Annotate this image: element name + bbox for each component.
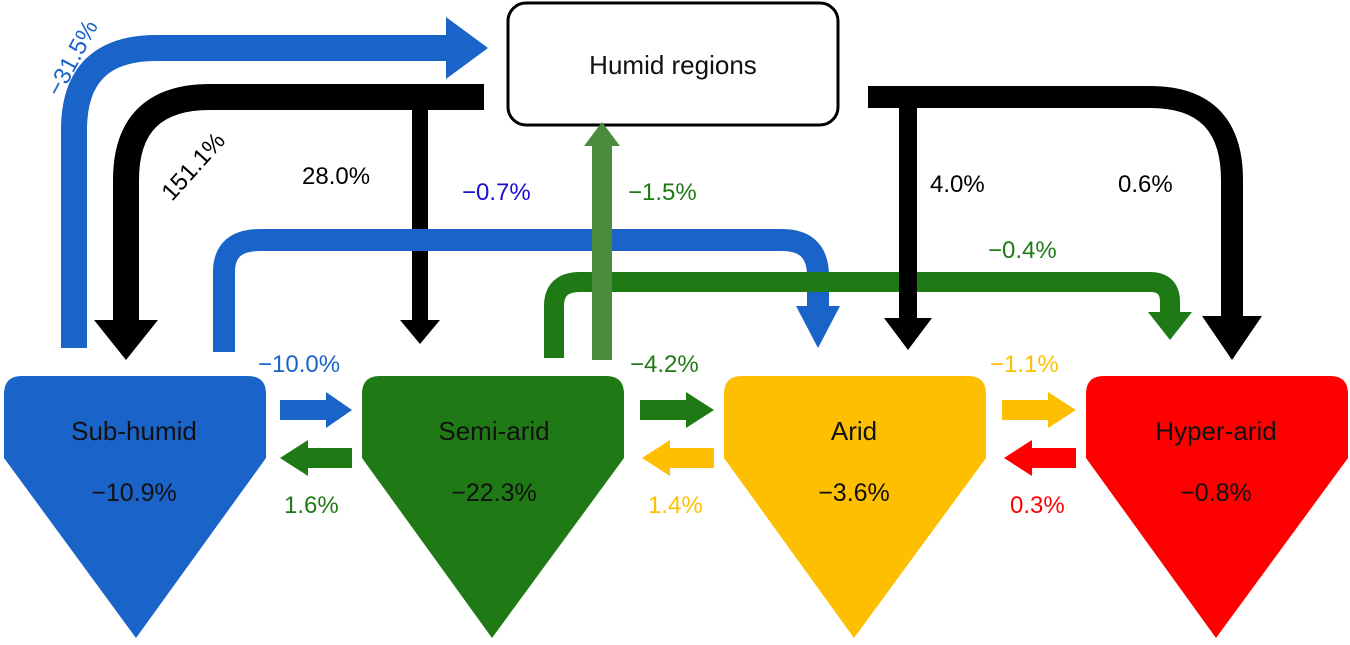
node-sub-humid-name: Sub-humid [71, 416, 197, 446]
flow-arrowhead-sub-humid-to-humid [446, 17, 488, 79]
flow-arrow-hyper-arid-to-arid [1030, 448, 1076, 468]
flow-arrowhead-sub-humid-to-arid [796, 306, 840, 348]
flow-arrowhead-arid-to-semi-arid [642, 440, 670, 476]
label-arid-to-semi-arid: 1.4% [648, 492, 703, 519]
flow-arrow-semi-arid-to-hyper-arid [544, 272, 1180, 358]
label-semi-arid-to-humid: −1.5% [628, 179, 697, 206]
flow-arrow-sub-humid-to-arid [213, 229, 829, 352]
flow-arrowhead-semi-arid-to-arid [686, 392, 714, 428]
flow-arrowhead-semi-arid-to-sub-humid [280, 440, 308, 476]
label-humid-to-arid: 4.0% [930, 171, 985, 198]
label-semi-arid-to-arid: −4.2% [630, 351, 699, 378]
node-sub-humid [4, 376, 266, 638]
label-sub-humid-to-semi-arid: −10.0% [258, 351, 340, 378]
flow-arrow-semi-arid-to-arid [640, 400, 688, 420]
flow-arrowhead-humid-to-semi-arid [400, 320, 440, 344]
label-semi-arid-to-hyper-arid: −0.4% [988, 237, 1057, 264]
flow-arrowhead-humid-to-hyper-arid [1202, 316, 1262, 360]
label-sub-humid-to-arid: −0.7% [462, 179, 531, 206]
humid-regions-label: Humid regions [589, 50, 757, 80]
node-sub-humid-value: −10.9% [91, 479, 177, 507]
label-humid-to-semi-arid: 28.0% [302, 163, 370, 190]
flow-arrow-arid-to-hyper-arid [1002, 400, 1050, 420]
label-semi-arid-to-sub-humid: 1.6% [284, 492, 339, 519]
node-hyper-arid-name: Hyper-arid [1155, 416, 1276, 446]
flow-arrowhead-sub-humid-to-semi-arid [326, 392, 352, 428]
flow-arrow-semi-arid-to-sub-humid [306, 448, 352, 468]
flow-arrowhead-semi-arid-to-humid [584, 122, 620, 146]
flow-arrow-arid-to-semi-arid [668, 448, 714, 468]
node-arid-name: Arid [831, 416, 877, 446]
node-arid [724, 376, 986, 638]
label-hyper-arid-to-arid: 0.3% [1010, 492, 1065, 519]
flow-arrowhead-hyper-arid-to-arid [1004, 440, 1032, 476]
node-hyper-arid [1086, 376, 1348, 638]
flow-arrow-sub-humid-to-semi-arid [280, 400, 328, 420]
label-arid-to-hyper-arid: −1.1% [990, 351, 1059, 378]
node-hyper-arid-value: −0.8% [1180, 479, 1252, 507]
label-humid-to-sub-humid: 151.1% [156, 127, 231, 206]
flow-arrow-sub-humid-to-humid [61, 35, 448, 348]
flow-arrow-humid-to-sub-humid [113, 84, 484, 322]
flow-arrowhead-arid-to-hyper-arid [1048, 392, 1076, 428]
node-semi-arid [362, 376, 624, 638]
flow-arrowhead-semi-arid-to-hyper-arid [1148, 312, 1192, 340]
label-humid-to-hyper-arid: 0.6% [1118, 171, 1173, 198]
humid-regions-box [506, 1, 840, 127]
flow-arrowhead-humid-to-arid [884, 318, 932, 350]
node-semi-arid-value: −22.3% [451, 479, 537, 507]
node-arid-value: −3.6% [818, 479, 890, 507]
node-semi-arid-name: Semi-arid [438, 416, 549, 446]
flow-arrow-humid-to-hyper-arid [868, 86, 1243, 318]
flow-arrowhead-humid-to-sub-humid [94, 320, 158, 360]
